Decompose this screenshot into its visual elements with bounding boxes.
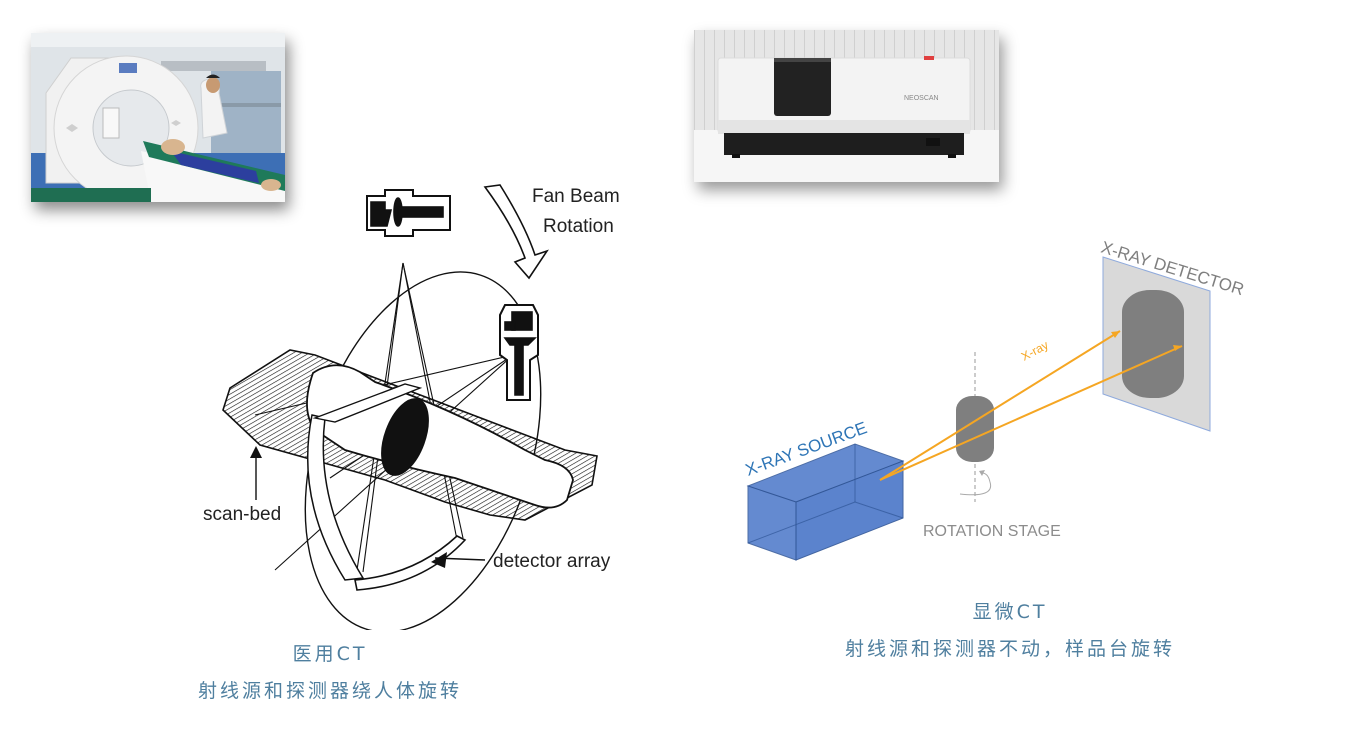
fan-beam-label: Fan Beam xyxy=(532,186,620,207)
detector-array xyxy=(354,535,467,591)
micro-ct-caption: 显微CT 射线源和探测器不动，样品台旋转 xyxy=(760,598,1260,663)
medical-ct-diagram: Fan Beam Rotation scan-bed detector arra… xyxy=(195,160,665,633)
scan-bed-label: scan-bed xyxy=(203,504,281,525)
sample-cylinder xyxy=(956,396,994,462)
brand-label: NEOSCAN xyxy=(904,95,939,102)
rotation-label: Rotation xyxy=(543,216,614,237)
detector-array-label: detector array xyxy=(493,551,611,572)
xray-beam-label: X-ray xyxy=(1019,338,1051,364)
xray-beams xyxy=(879,330,1183,481)
micro-ct-instrument-image: NEOSCAN xyxy=(694,30,999,182)
xray-tube-top xyxy=(366,189,451,237)
xray-source-box xyxy=(746,443,905,561)
rotation-stage-label: ROTATION STAGE xyxy=(923,523,1061,540)
medical-ct-photo xyxy=(31,33,285,202)
medical-ct-title: 医用CT xyxy=(292,643,368,665)
micro-ct-photo: NEOSCAN xyxy=(694,30,999,182)
medical-ct-subtitle: 射线源和探测器绕人体旋转 xyxy=(197,680,462,702)
micro-ct-schematic: X-RAY SOURCE X-RAY DETECTOR X-ray ROTATI… xyxy=(720,230,1360,590)
medical-ct-photo-image xyxy=(31,33,285,202)
detector-arc-front xyxy=(307,414,365,581)
medical-ct-caption: 医用CT 射线源和探测器绕人体旋转 xyxy=(100,640,560,705)
micro-ct-subtitle: 射线源和探测器不动，样品台旋转 xyxy=(844,638,1175,660)
rotation-arrow-icon xyxy=(483,184,549,280)
scan-slice xyxy=(381,398,429,476)
micro-ct-title: 显微CT xyxy=(972,601,1048,623)
rotation-arrow-icon xyxy=(959,472,992,496)
detector-image-cylinder xyxy=(1122,290,1184,398)
xray-tube-side xyxy=(499,304,539,401)
